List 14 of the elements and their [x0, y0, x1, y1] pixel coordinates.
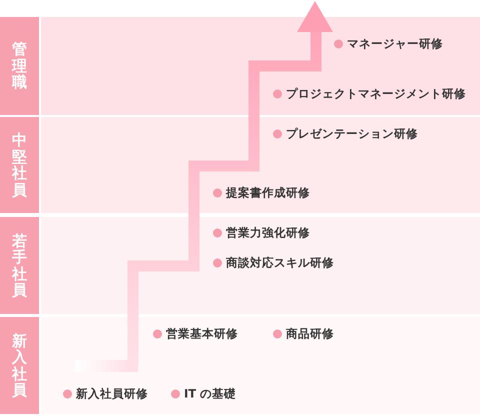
course-name: 提案書作成研修 — [226, 186, 310, 200]
course-name: マネージャー研修 — [347, 36, 443, 52]
course-name: プレゼンテーション研修 — [286, 126, 418, 142]
level-tab: 若手社員 — [0, 217, 39, 314]
course-name: IT の基礎 — [184, 386, 236, 402]
level-tab: 管理職 — [0, 17, 39, 115]
course-name: 営業基本研修 — [166, 326, 238, 342]
course-name: 商品研修 — [286, 326, 334, 342]
course-name: 新入社員研修 — [76, 386, 148, 402]
level-tab: 新入社員 — [0, 317, 39, 414]
level-tab: 中堅社員 — [0, 117, 39, 213]
course-name: プロジェクトマネージメント研修 — [286, 86, 466, 102]
course-name: 商談対応スキル研修 — [226, 256, 334, 270]
course-name: 営業力強化研修 — [226, 226, 310, 240]
